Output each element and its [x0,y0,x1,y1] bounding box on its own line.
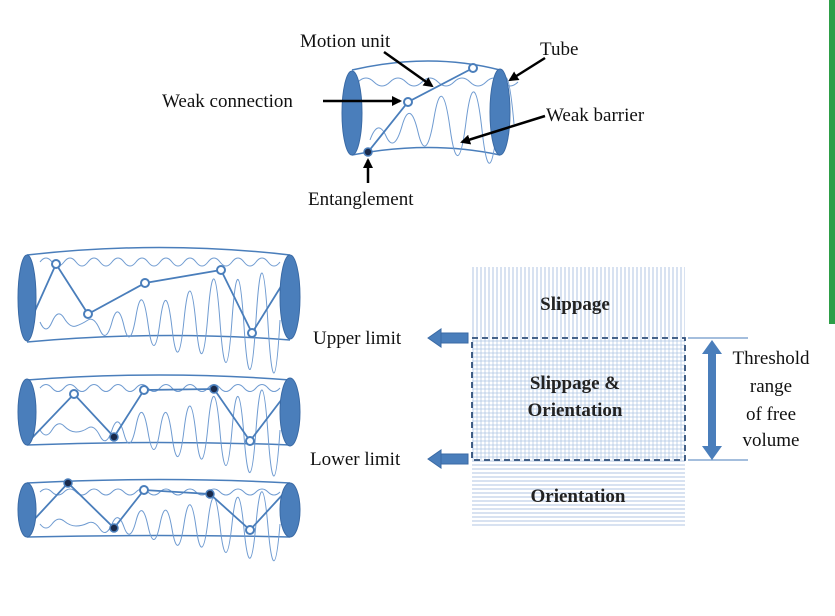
orientation-label: Orientation [531,486,626,507]
wave-line [39,384,281,392]
lower-limit-arrow-head [427,449,442,469]
tube-outline [351,146,501,156]
wave-line [39,389,281,477]
motion-unit-node [245,525,255,535]
motion-unit-label: Motion unit [300,31,391,52]
weak-barrier-label: Weak barrier [546,105,645,126]
motion-unit-node [245,436,255,446]
threshold-arrow-head-up [702,340,722,354]
motion-unit-node [140,278,150,288]
lower-limit-label: Lower limit [310,449,401,470]
wave-line [39,491,281,562]
arrow [508,56,546,82]
entanglement-node [209,384,219,394]
threshold-dashed-frame [471,337,686,461]
orientation-zone [472,460,685,526]
lower-limit-arrow-shaft [439,453,469,465]
free-volume-box [471,267,686,526]
motion-unit-node [69,389,79,399]
motion-unit-node [216,265,226,275]
tube-cap [279,377,301,447]
tube-orientation [17,478,301,562]
threshold-label-1: Threshold [732,348,810,369]
tube-outline [26,246,291,256]
threshold-label-3: of free [746,404,796,425]
tube-cap [489,68,511,156]
chain [29,481,286,532]
tube-outline [351,60,501,71]
tube-label: Tube [540,39,578,60]
arrow [383,50,434,88]
label-arrows [323,50,546,183]
tube-outline [26,441,291,446]
tube-cap [17,378,37,446]
entanglement-node [363,147,373,157]
wave-line [39,257,281,267]
threshold-arrow-head-down [702,446,722,460]
wave-line [357,77,519,87]
upper-limit-arrow-shaft [439,332,469,344]
weak-connection-label: Weak connection [162,91,293,112]
threshold-arrow-shaft [708,352,716,446]
chain [29,388,286,443]
tube-outline [26,374,291,381]
upper-limit-arrow-head [427,328,442,348]
entanglement-node [205,489,215,499]
tube-outline [26,334,291,343]
tube-slippage-orientation [17,374,301,477]
limit-arrows [427,328,469,469]
threshold-label-2: range [750,376,792,397]
entanglement-node [109,432,119,442]
entanglement-label: Entanglement [308,189,414,210]
tube-outline [26,478,291,484]
slippage-orientation-zone [472,338,685,460]
motion-unit-node [83,309,93,319]
motion-unit-node [51,259,61,269]
threshold-bracket [688,337,748,461]
tube-cap [279,254,301,340]
slippage-orientation-label-1: Slippage & [530,373,620,394]
motion-unit-node [468,63,478,73]
top-tube [341,60,519,164]
slippage-zone [472,267,685,338]
motion-unit-node [139,485,149,495]
threshold-label-4: volume [743,430,800,451]
tube-cap [279,482,301,538]
accent-bar [829,0,835,324]
motion-unit-node [403,97,413,107]
chain [29,262,286,335]
motion-unit-node [139,385,149,395]
wave-line [39,272,281,374]
tube-cap [17,482,37,538]
tube-cap [341,70,363,156]
entanglement-node [63,478,73,488]
arrow [460,114,546,145]
tube-slippage [17,246,301,374]
slippage-label: Slippage [540,294,610,315]
slippage-orientation-label-2: Orientation [528,400,623,421]
upper-limit-label: Upper limit [313,328,402,349]
entanglement-node [109,523,119,533]
tube-cap [17,254,37,342]
motion-unit-node [247,328,257,338]
tube-outline [26,534,291,538]
